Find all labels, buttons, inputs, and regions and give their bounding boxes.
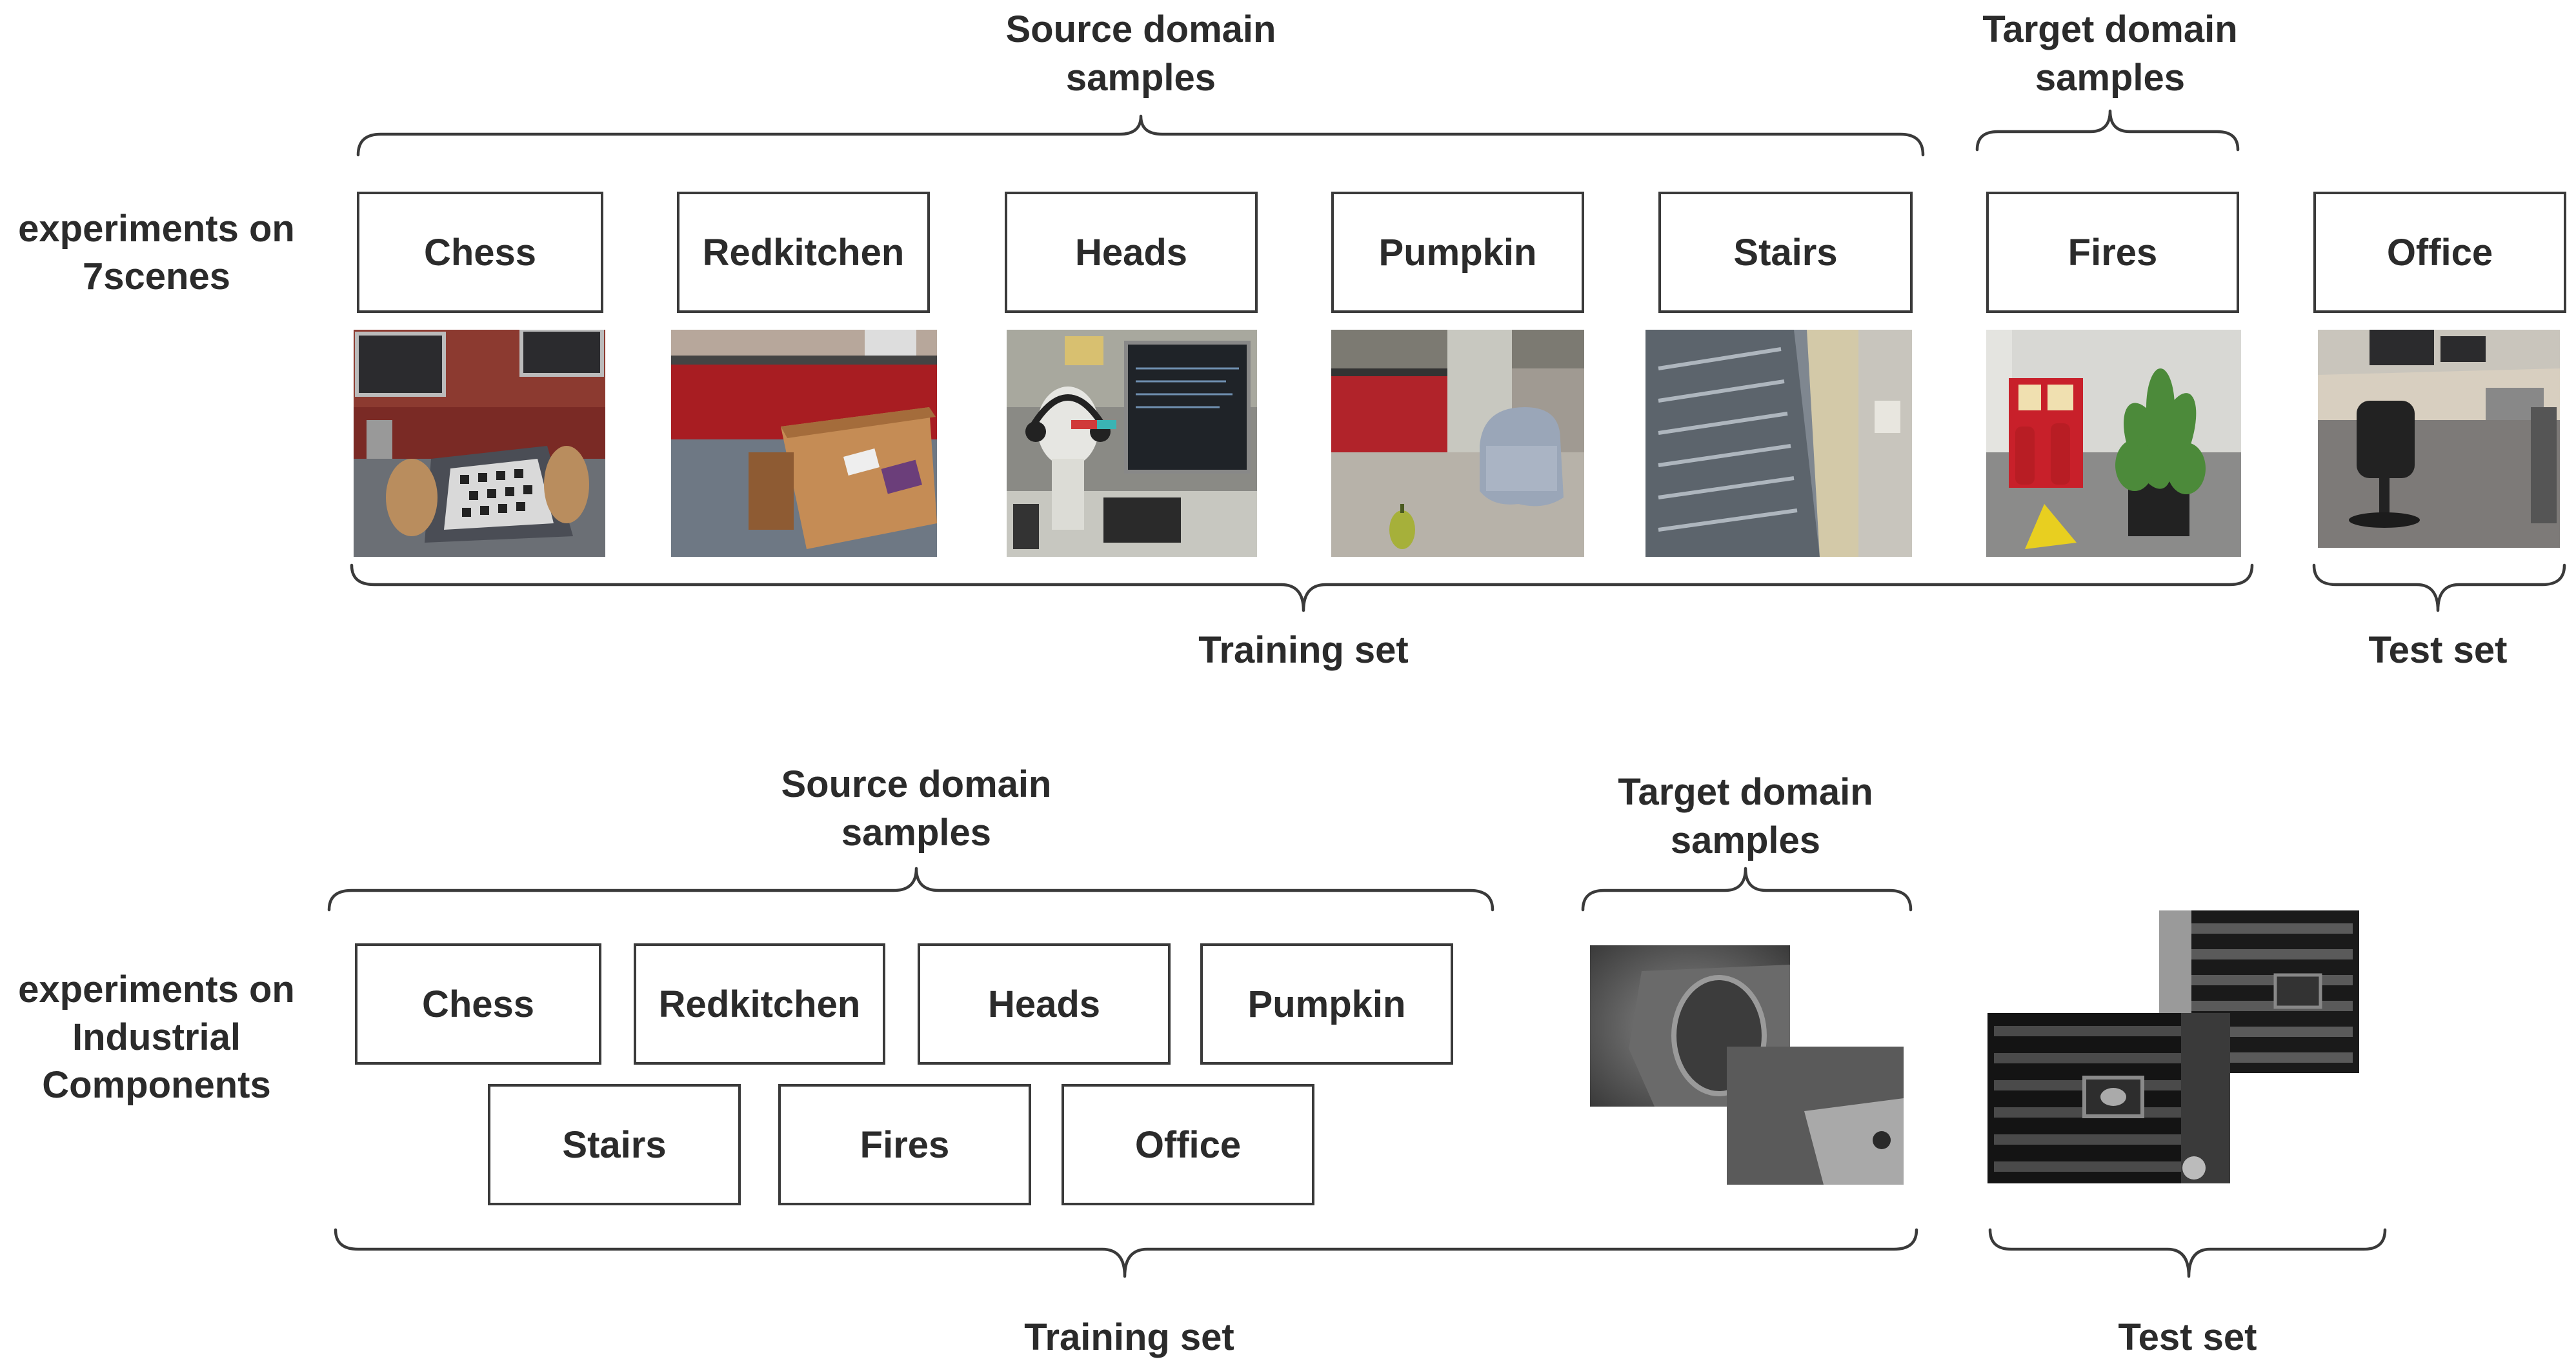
photo-heads: [1007, 330, 1257, 557]
top-test-label: Test set: [2368, 629, 2508, 671]
photo-industrial-test-2: [1987, 1013, 2230, 1183]
top-box-chess: Chess: [357, 192, 603, 313]
photo-industrial-target-2: [1727, 1047, 1904, 1185]
photo-redkitchen: [671, 330, 937, 557]
bottom-training-label: Training set: [1024, 1316, 1234, 1358]
bracket-bottom-training: [334, 1228, 1918, 1278]
bottom-box-heads: Heads: [918, 943, 1171, 1065]
bracket-bottom-test: [1988, 1228, 2387, 1278]
bottom-box-redkitchen: Redkitchen: [634, 943, 885, 1065]
top-row-label: experiments on 7scenes: [18, 208, 295, 298]
photo-chess: [354, 330, 605, 557]
bracket-top-training: [350, 563, 2254, 612]
bottom-test-label: Test set: [2118, 1316, 2257, 1358]
bracket-bottom-source: [327, 867, 1494, 912]
bottom-box-stairs: Stairs: [488, 1084, 741, 1205]
bottom-box-chess: Chess: [355, 943, 601, 1065]
bracket-bottom-target: [1581, 867, 1913, 912]
top-training-label: Training set: [1198, 629, 1409, 671]
photo-pumpkin: [1331, 330, 1584, 557]
top-box-stairs: Stairs: [1658, 192, 1913, 313]
bottom-row-label: experiments on Industrial Components: [18, 969, 295, 1107]
bracket-top-source: [356, 114, 1925, 157]
top-box-office: Office: [2313, 192, 2566, 313]
top-source-label: Source domain samples: [1005, 8, 1276, 99]
bottom-source-label: Source domain samples: [781, 763, 1052, 854]
top-target-label: Target domain samples: [1982, 8, 2238, 99]
top-box-heads: Heads: [1005, 192, 1258, 313]
top-box-fires: Fires: [1986, 192, 2239, 313]
bracket-top-test: [2312, 563, 2566, 612]
bottom-box-fires: Fires: [778, 1084, 1031, 1205]
photo-office: [2318, 330, 2560, 548]
photo-fires: [1986, 330, 2241, 557]
bottom-target-label: Target domain samples: [1618, 771, 1873, 862]
top-box-pumpkin: Pumpkin: [1331, 192, 1584, 313]
top-box-redkitchen: Redkitchen: [677, 192, 930, 313]
photo-stairs: [1645, 330, 1912, 557]
bottom-box-pumpkin: Pumpkin: [1200, 943, 1453, 1065]
bracket-top-target: [1975, 109, 2240, 152]
bottom-box-office: Office: [1062, 1084, 1314, 1205]
